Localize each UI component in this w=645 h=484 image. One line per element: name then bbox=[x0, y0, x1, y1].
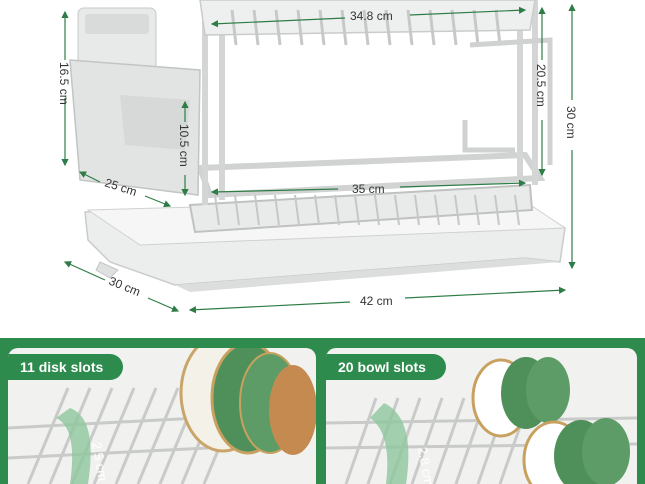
dim-base-width: 42 cm bbox=[360, 294, 393, 308]
top-hook-wire bbox=[230, 9, 238, 46]
dim-left-height: 16.5 cm bbox=[57, 62, 71, 105]
bottom-basket-wire bbox=[254, 194, 260, 226]
top-hook-wire bbox=[494, 9, 502, 46]
dim-depth: 30 cm bbox=[107, 274, 143, 299]
slot-gap-highlight bbox=[56, 408, 91, 484]
bottom-basket-wire bbox=[354, 194, 360, 226]
disk-slot-wire bbox=[114, 387, 158, 484]
bowl-slot-gap: 2.8 cm bbox=[415, 446, 437, 484]
side-holder bbox=[462, 37, 553, 165]
dim-top-width: 34.8 cm bbox=[350, 9, 393, 23]
bottom-basket-wire bbox=[374, 194, 380, 226]
bottom-basket-wire bbox=[434, 194, 440, 226]
top-hook-wire bbox=[472, 9, 480, 46]
bottom-basket-wire bbox=[234, 194, 240, 226]
disk-slot-wire bbox=[26, 387, 70, 484]
dim-total-height: 30 cm bbox=[564, 106, 578, 139]
bottom-basket-wire bbox=[314, 194, 320, 226]
rack-frame bbox=[202, 0, 538, 205]
bottom-basket-wire bbox=[214, 194, 220, 226]
disk-slot-wire bbox=[92, 387, 136, 484]
bowl-slot-wire bbox=[432, 397, 466, 484]
bowl-rack-illustration: 2.8 cm bbox=[326, 357, 637, 484]
bottom-basket-wire bbox=[334, 194, 340, 226]
bowl-slot-wire bbox=[344, 397, 378, 484]
slot-gap-highlight bbox=[370, 403, 409, 484]
top-hook-wire bbox=[340, 9, 348, 46]
bottom-basket-wire bbox=[294, 194, 300, 226]
disk-slot-wire bbox=[136, 387, 180, 484]
top-hook-wire bbox=[384, 9, 392, 46]
dish-rack-dimension-diagram: 34.8 cm 16.5 cm 10.5 cm 20.5 cm 30 cm 25… bbox=[57, 0, 578, 314]
bottom-basket-wire bbox=[514, 194, 520, 226]
bottom-basket bbox=[188, 151, 546, 234]
bowl-slot-wire bbox=[410, 397, 444, 484]
top-hook-wire bbox=[362, 9, 370, 46]
dim-tier-width: 35 cm bbox=[352, 182, 385, 196]
dim-right-height: 20.5 cm bbox=[534, 64, 548, 107]
plates bbox=[179, 348, 316, 455]
disk-slot-gap: 2.5 cm bbox=[89, 441, 111, 482]
cutlery-holder bbox=[69, 7, 201, 196]
top-basket bbox=[199, 0, 536, 46]
bowl-slots-title: 20 bowl slots bbox=[326, 354, 446, 380]
top-hook-wire bbox=[450, 9, 458, 46]
top-hook-wire bbox=[428, 9, 436, 46]
top-hook-wire bbox=[406, 9, 414, 46]
top-hook-wire bbox=[296, 9, 304, 46]
bowl-slots-panel: 2.8 cm 20 bowl slots bbox=[326, 348, 637, 484]
feature-band: 2.5 cm 11 disk slots 2.8 cm 20 bowl slot… bbox=[0, 338, 645, 484]
top-hook-wire bbox=[274, 9, 282, 46]
disk-slots-panel: 2.5 cm 11 disk slots bbox=[8, 348, 316, 484]
bottom-basket-wire bbox=[474, 194, 480, 226]
bottom-basket-wire bbox=[394, 194, 400, 226]
bottom-basket-wire bbox=[494, 194, 500, 226]
disk-rail-wire bbox=[8, 446, 209, 460]
dim-mid-height: 10.5 cm bbox=[177, 124, 191, 167]
bowls bbox=[471, 357, 630, 484]
dimension-lines bbox=[61, 3, 576, 314]
disk-rack-illustration: 2.5 cm bbox=[8, 348, 316, 484]
top-hook-wire bbox=[318, 9, 326, 46]
bottom-basket-wire bbox=[454, 194, 460, 226]
top-hook-wire bbox=[252, 9, 260, 46]
disk-slots-title: 11 disk slots bbox=[8, 354, 124, 380]
bottom-basket-wire bbox=[274, 194, 280, 226]
bottom-basket-wire bbox=[414, 194, 420, 226]
disk-rail-wire bbox=[8, 416, 199, 430]
